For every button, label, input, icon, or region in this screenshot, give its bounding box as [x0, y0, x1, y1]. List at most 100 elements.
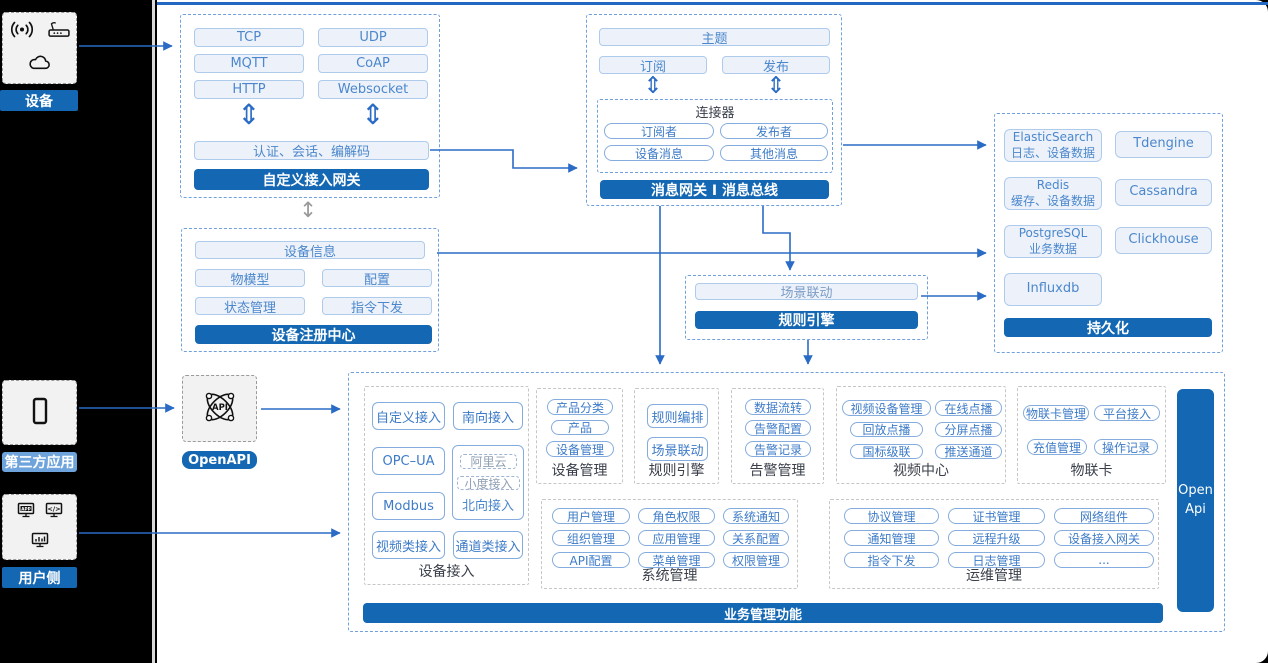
- store-cassandra: Cassandra: [1115, 179, 1212, 206]
- feature-pill: 回放点播: [850, 422, 923, 437]
- feature-pill: 证书管理: [948, 508, 1045, 524]
- publish-box: 发布: [722, 56, 830, 75]
- feature-pill: 网络组件: [1054, 508, 1154, 524]
- section-label: 视频中心: [893, 463, 949, 479]
- feature-pill: 推送通道: [935, 444, 1002, 459]
- store-influxdb: Influxdb: [1004, 273, 1102, 306]
- router-icon: [46, 21, 72, 42]
- feature-pill: 分屏点播: [935, 422, 1002, 437]
- top-accent-line: [157, 2, 1268, 5]
- persistence-title-bar: 持久化: [1004, 318, 1212, 337]
- rule-engine-title-bar: 规则引擎: [695, 311, 918, 329]
- feature-pill: 关系配置: [723, 530, 789, 546]
- feature-pill: 场景联动: [647, 437, 708, 461]
- feature-pill: 国标级联: [850, 444, 923, 459]
- section-label: 系统管理: [641, 568, 698, 584]
- code-icon: </>: [45, 502, 63, 522]
- feature-pill: 角色权限: [638, 508, 715, 524]
- openapi-label: OpenAPI: [182, 451, 257, 469]
- feature-pill: 菜单管理: [638, 552, 715, 568]
- registry-config: 配置: [322, 269, 432, 288]
- scene-linkage-box: 场景联动: [695, 283, 918, 301]
- feature-pill: API配置: [552, 552, 630, 568]
- section-label: 运维管理: [966, 568, 1022, 584]
- feature-pill: 在线点播: [935, 400, 1002, 416]
- feature-pill: 应用管理: [638, 530, 715, 546]
- gateway-auth-box: 认证、会话、编解码: [194, 141, 429, 160]
- device-label: 设备: [0, 90, 78, 111]
- registry-title-bar: 设备注册中心: [195, 325, 432, 344]
- feature-pill: 物联卡管理: [1023, 405, 1089, 421]
- chart-icon: [31, 532, 49, 552]
- protocol-websocket: Websocket: [318, 80, 428, 99]
- section-device-access: 自定义接入 南向接入 OPC–UA 阿里云 小度接入 北向接入 Modbus 视…: [364, 386, 529, 585]
- protocol-coap: CoAP: [318, 54, 428, 73]
- feature-pill: 产品分类: [547, 399, 613, 415]
- connector-title: 连接器: [695, 106, 735, 121]
- topic-box: 主题: [599, 28, 830, 47]
- registry-thing-model: 物模型: [195, 269, 305, 288]
- da-north-group: 阿里云 小度接入 北向接入: [452, 445, 524, 520]
- da-channel-access: 通道类接入: [453, 531, 523, 559]
- updown-arrow-icon: ⇕: [361, 98, 385, 131]
- third-party-icon-box: [2, 380, 77, 445]
- protocol-tcp: TCP: [194, 28, 304, 47]
- connector-other-msg: 其他消息: [720, 145, 828, 161]
- feature-pill: 日志管理: [948, 552, 1045, 568]
- updown-gray-arrow-icon: ↕: [299, 198, 317, 222]
- section-label: 物联卡: [1070, 463, 1113, 479]
- updown-arrow-icon: ⇕: [643, 73, 663, 99]
- signal-icon: [8, 21, 36, 42]
- feature-pill: 视频设备管理: [842, 400, 931, 416]
- protocol-http: HTTP: [194, 80, 304, 99]
- user-side-label: 用户侧: [2, 567, 77, 588]
- connector-publisher: 发布者: [720, 123, 828, 139]
- section-label: 告警管理: [749, 463, 806, 479]
- rail-divider: [152, 0, 155, 663]
- feature-pill: 操作记录: [1094, 439, 1158, 455]
- feature-pill: 指令下发: [844, 552, 939, 568]
- openapi-icon-box: API: [182, 375, 257, 442]
- feature-pill: 告警记录: [745, 441, 811, 457]
- feature-pill: 系统通知: [723, 508, 789, 524]
- open-api-bar: Open Api: [1177, 389, 1214, 612]
- business-title-bar: 业务管理功能: [363, 603, 1163, 623]
- updown-arrow-icon: ⇕: [237, 98, 261, 131]
- da-custom-access: 自定义接入: [372, 402, 445, 430]
- feature-pill: 告警配置: [745, 420, 811, 436]
- section-system-mgmt: 用户管理 角色权限 系统通知 组织管理 应用管理 关系配置 API配置 菜单管理…: [541, 499, 798, 589]
- feature-pill: 充值管理: [1027, 439, 1087, 455]
- feature-pill: 组织管理: [552, 530, 630, 546]
- feature-pill: 数据流转: [745, 399, 811, 415]
- subscribe-box: 订阅: [599, 56, 707, 75]
- connector-device-msg: 设备消息: [604, 145, 714, 161]
- message-bus-title-bar: 消息网关 I 消息总线: [600, 180, 829, 199]
- svg-text:APP: APP: [21, 506, 30, 511]
- section-label: 设备管理: [551, 463, 608, 479]
- phone-icon: [31, 396, 49, 430]
- updown-arrow-icon: ⇕: [766, 73, 786, 99]
- device-icon-box: [2, 12, 77, 84]
- registry-status-mgmt: 状态管理: [195, 297, 305, 316]
- da-opc-ua: OPC–UA: [372, 447, 445, 475]
- store-tdengine: Tdengine: [1115, 131, 1212, 158]
- svg-text:</>: </>: [47, 505, 60, 513]
- user-side-icon-box: APP </>: [2, 494, 77, 560]
- feature-pill: 规则编排: [647, 404, 708, 428]
- da-modbus: Modbus: [372, 492, 445, 520]
- protocol-mqtt: MQTT: [194, 54, 304, 73]
- svg-text:API: API: [212, 403, 228, 413]
- business-box: 自定义接入 南向接入 OPC–UA 阿里云 小度接入 北向接入 Modbus 视…: [348, 372, 1225, 632]
- protocol-udp: UDP: [318, 28, 428, 47]
- section-device-mgmt: 产品分类 产品 设备管理 设备管理: [536, 388, 623, 484]
- registry-device-info: 设备信息: [195, 241, 425, 260]
- da-xiaodu-access: 小度接入: [457, 476, 520, 491]
- app-icon: APP: [17, 502, 35, 522]
- third-party-label: 第三方应用: [2, 452, 77, 472]
- feature-pill: 设备管理: [546, 441, 614, 457]
- section-ops-mgmt: 协议管理 证书管理 网络组件 通知管理 远程升级 设备接入网关 指令下发 日志管…: [829, 499, 1159, 589]
